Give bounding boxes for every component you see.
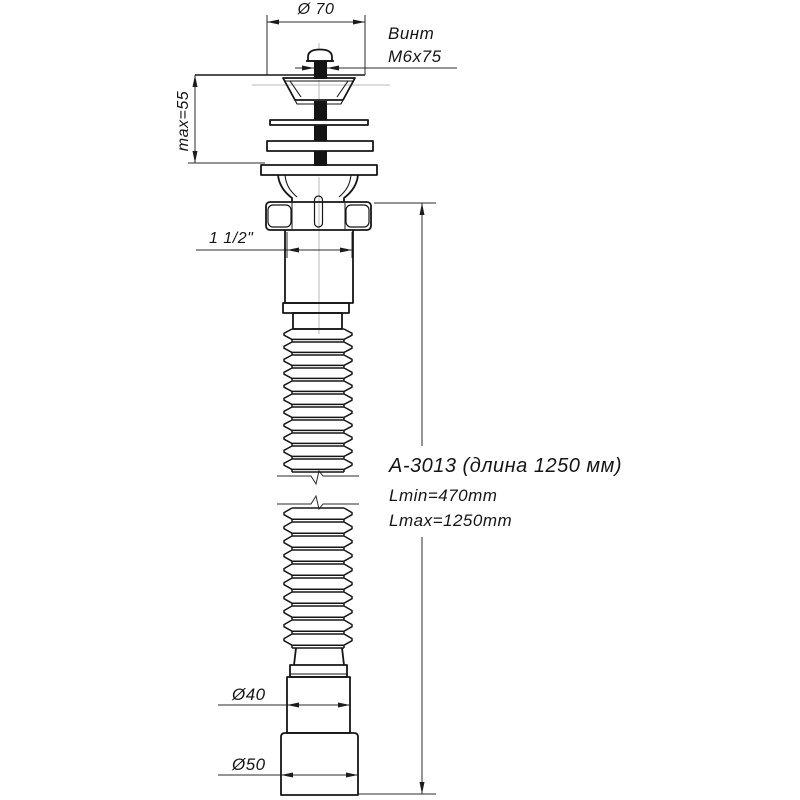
drain-funnel [277,174,359,202]
arrowhead [340,247,352,253]
dim-label-diameter-40: Ø40 [232,685,266,704]
centerlines [252,43,390,334]
washer-plate [269,119,369,126]
model-title: А-3013 (длина 1250 мм) [389,455,622,477]
flange-plate [260,164,378,176]
screw-tip [313,195,324,228]
bottom-collar [289,664,348,678]
nut-facet-left [267,204,292,228]
assembly-outline [195,48,378,796]
arrowhead [192,75,198,87]
arrowhead [353,19,365,25]
nut-facet-right [345,204,370,228]
dim-label-thread-size: 1 1/2" [209,230,254,247]
coupling-nut [265,195,372,231]
arrowhead [267,19,279,25]
screw-callout-name: Винт [388,24,435,43]
dim-max55 [188,75,265,164]
arrowhead [281,772,293,778]
arrowhead [302,65,314,71]
arrowhead [287,702,299,708]
bottom-neck [293,647,345,666]
length-max-label: Lmax=1250mm [389,511,513,530]
break-line-lower [277,494,359,511]
arrowhead [192,151,198,163]
arrowhead [338,702,350,708]
dim-label-max-depth: max=55 [175,90,192,152]
dim-40 [218,702,350,708]
screw-head [307,48,333,62]
bellows-lower [283,507,353,649]
screw-shaft [314,61,327,166]
dim-overall-length [358,202,436,795]
bellows-upper [283,328,353,473]
break-line-upper [277,469,359,486]
arrowhead [419,782,425,794]
gasket-plate [266,140,374,152]
arrowhead [327,65,339,71]
dim-50 [218,772,358,778]
dim-label-diameter-50: Ø50 [232,755,266,774]
dim-70 [266,15,366,75]
dim-label-diameter-70: Ø 70 [297,1,335,18]
cuff-50 [280,732,359,796]
arrowhead [287,247,299,253]
dimension-lines [188,15,457,795]
screw-callout-size: М6х75 [388,47,442,66]
arrowhead [346,772,358,778]
arrowhead [419,203,425,215]
collar-upper [282,302,350,314]
collar-lower [292,312,343,330]
length-min-label: Lmin=470mm [389,486,498,505]
dim-thread [196,232,353,258]
